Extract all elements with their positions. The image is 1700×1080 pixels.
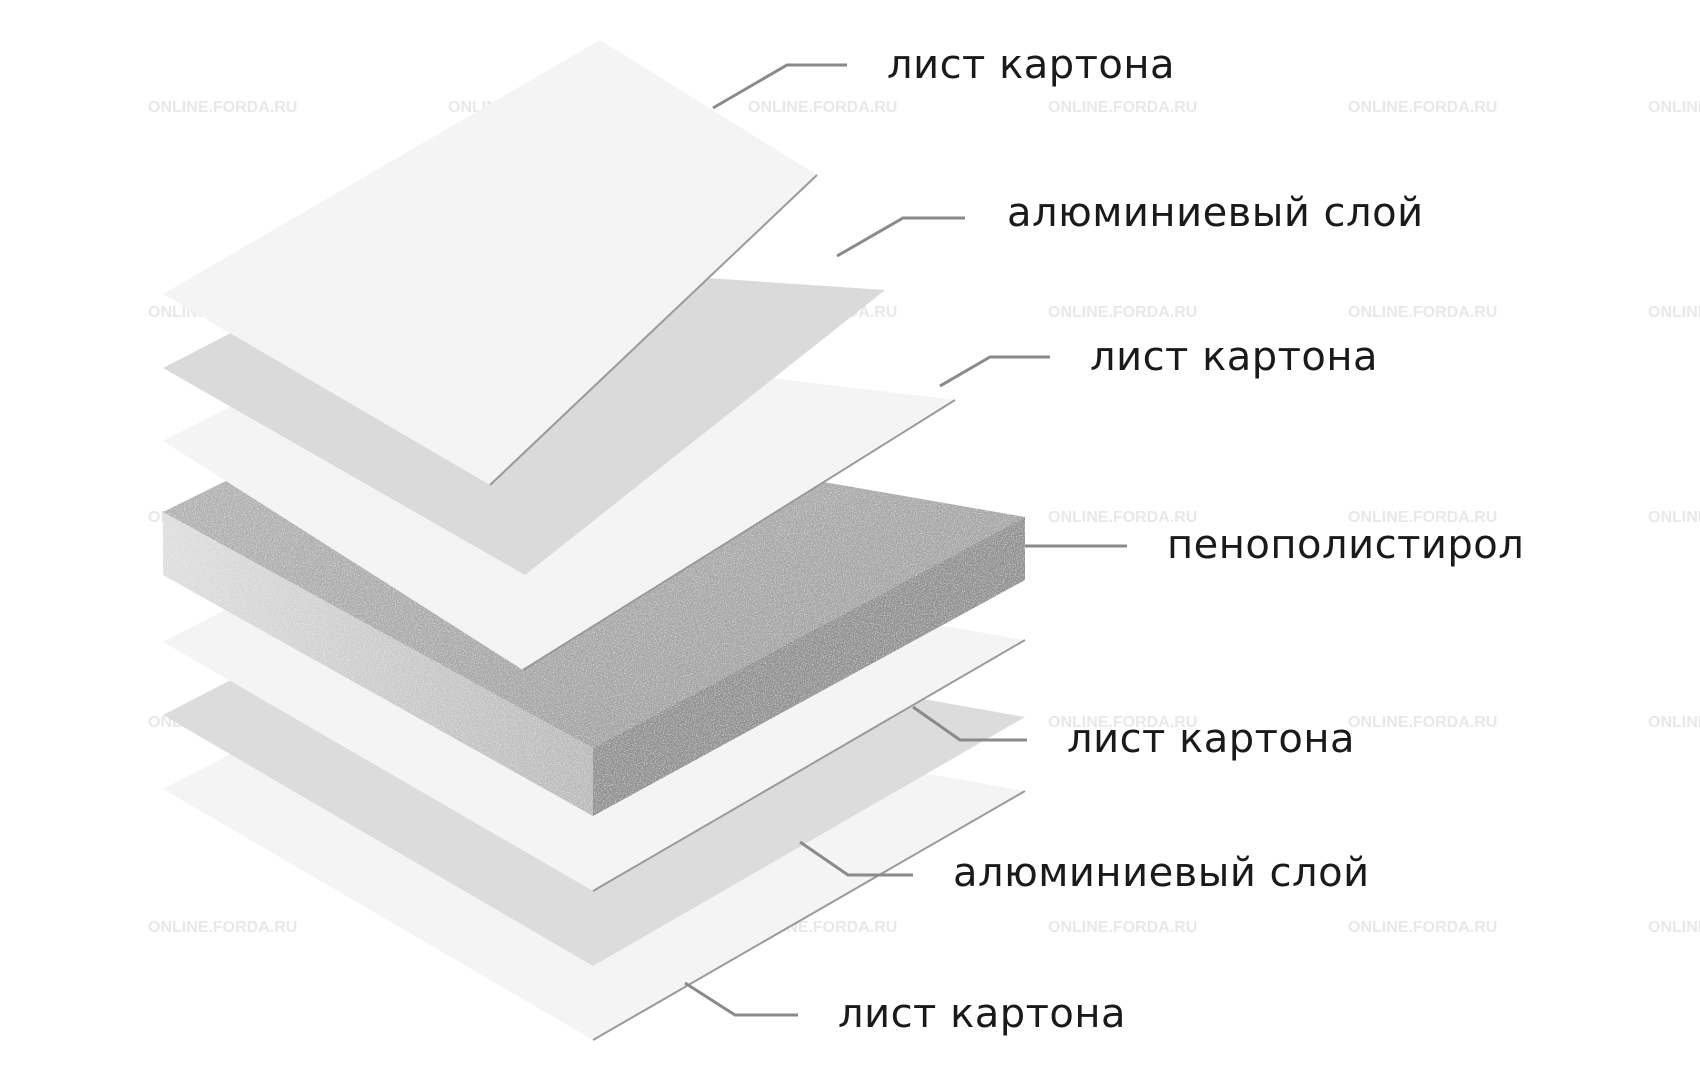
label-layer-6: алюминиевый слой	[953, 850, 1370, 896]
watermark-text-29: ONLINE.FORDA.RU	[1648, 919, 1700, 936]
layer-top-cardboard-face	[163, 40, 817, 485]
label-layer-4: пенополистирол	[1167, 522, 1524, 568]
polystyrene-front-face	[163, 512, 593, 816]
label-layer-2: алюминиевый слой	[1007, 190, 1424, 236]
watermark-text-17: ONLINE.FORDA.RU	[1648, 509, 1700, 526]
layer-top-cardboard-edge	[489, 174, 818, 486]
polystyrene-right-face	[593, 517, 1025, 816]
watermark-text-15: ONLINE.FORDA.RU	[1048, 509, 1197, 526]
watermark-text-28: ONLINE.FORDA.RU	[1348, 919, 1497, 936]
watermark-text-27: ONLINE.FORDA.RU	[1048, 919, 1197, 936]
watermark-text-21: ONLINE.FORDA.RU	[1048, 714, 1197, 731]
layer-labels: лист картона алюминиевый слой лист карто…	[838, 42, 1524, 1037]
layer-lower-cardboard-edge	[592, 639, 1026, 892]
leader-line-6	[799, 840, 913, 877]
layer-middle-cardboard-edge	[522, 399, 956, 671]
watermark-text-5: ONLINE.FORDA.RU	[1648, 99, 1700, 116]
watermark-text-4: ONLINE.FORDA.RU	[1348, 99, 1497, 116]
watermark-text-2: ONLINE.FORDA.RU	[748, 99, 897, 116]
watermark-text-23: ONLINE.FORDA.RU	[1648, 714, 1700, 731]
leader-line-5	[912, 705, 1027, 742]
leader-line-2	[836, 216, 965, 258]
label-layer-7: лист картона	[838, 991, 1126, 1037]
leader-line-7	[684, 981, 798, 1017]
watermark-text-24: ONLINE.FORDA.RU	[148, 919, 297, 936]
watermark-text-9: ONLINE.FORDA.RU	[1048, 304, 1197, 321]
watermark-text-10: ONLINE.FORDA.RU	[1348, 304, 1497, 321]
watermark-text-3: ONLINE.FORDA.RU	[1048, 99, 1197, 116]
watermark-text-11: ONLINE.FORDA.RU	[1648, 304, 1700, 321]
leader-line-3	[939, 355, 1050, 388]
label-layer-5: лист картона	[1067, 716, 1355, 762]
label-layer-3: лист картона	[1090, 334, 1378, 380]
watermark-text-22: ONLINE.FORDA.RU	[1348, 714, 1497, 731]
label-layer-1: лист картона	[887, 42, 1175, 88]
layer-top-cardboard	[163, 40, 818, 486]
layer-bottom-cardboard-edge	[592, 790, 1026, 1041]
watermark-text-0: ONLINE.FORDA.RU	[148, 99, 297, 116]
leader-lines	[684, 63, 1127, 1017]
watermark-text-16: ONLINE.FORDA.RU	[1348, 509, 1497, 526]
leader-line-1	[712, 63, 847, 110]
